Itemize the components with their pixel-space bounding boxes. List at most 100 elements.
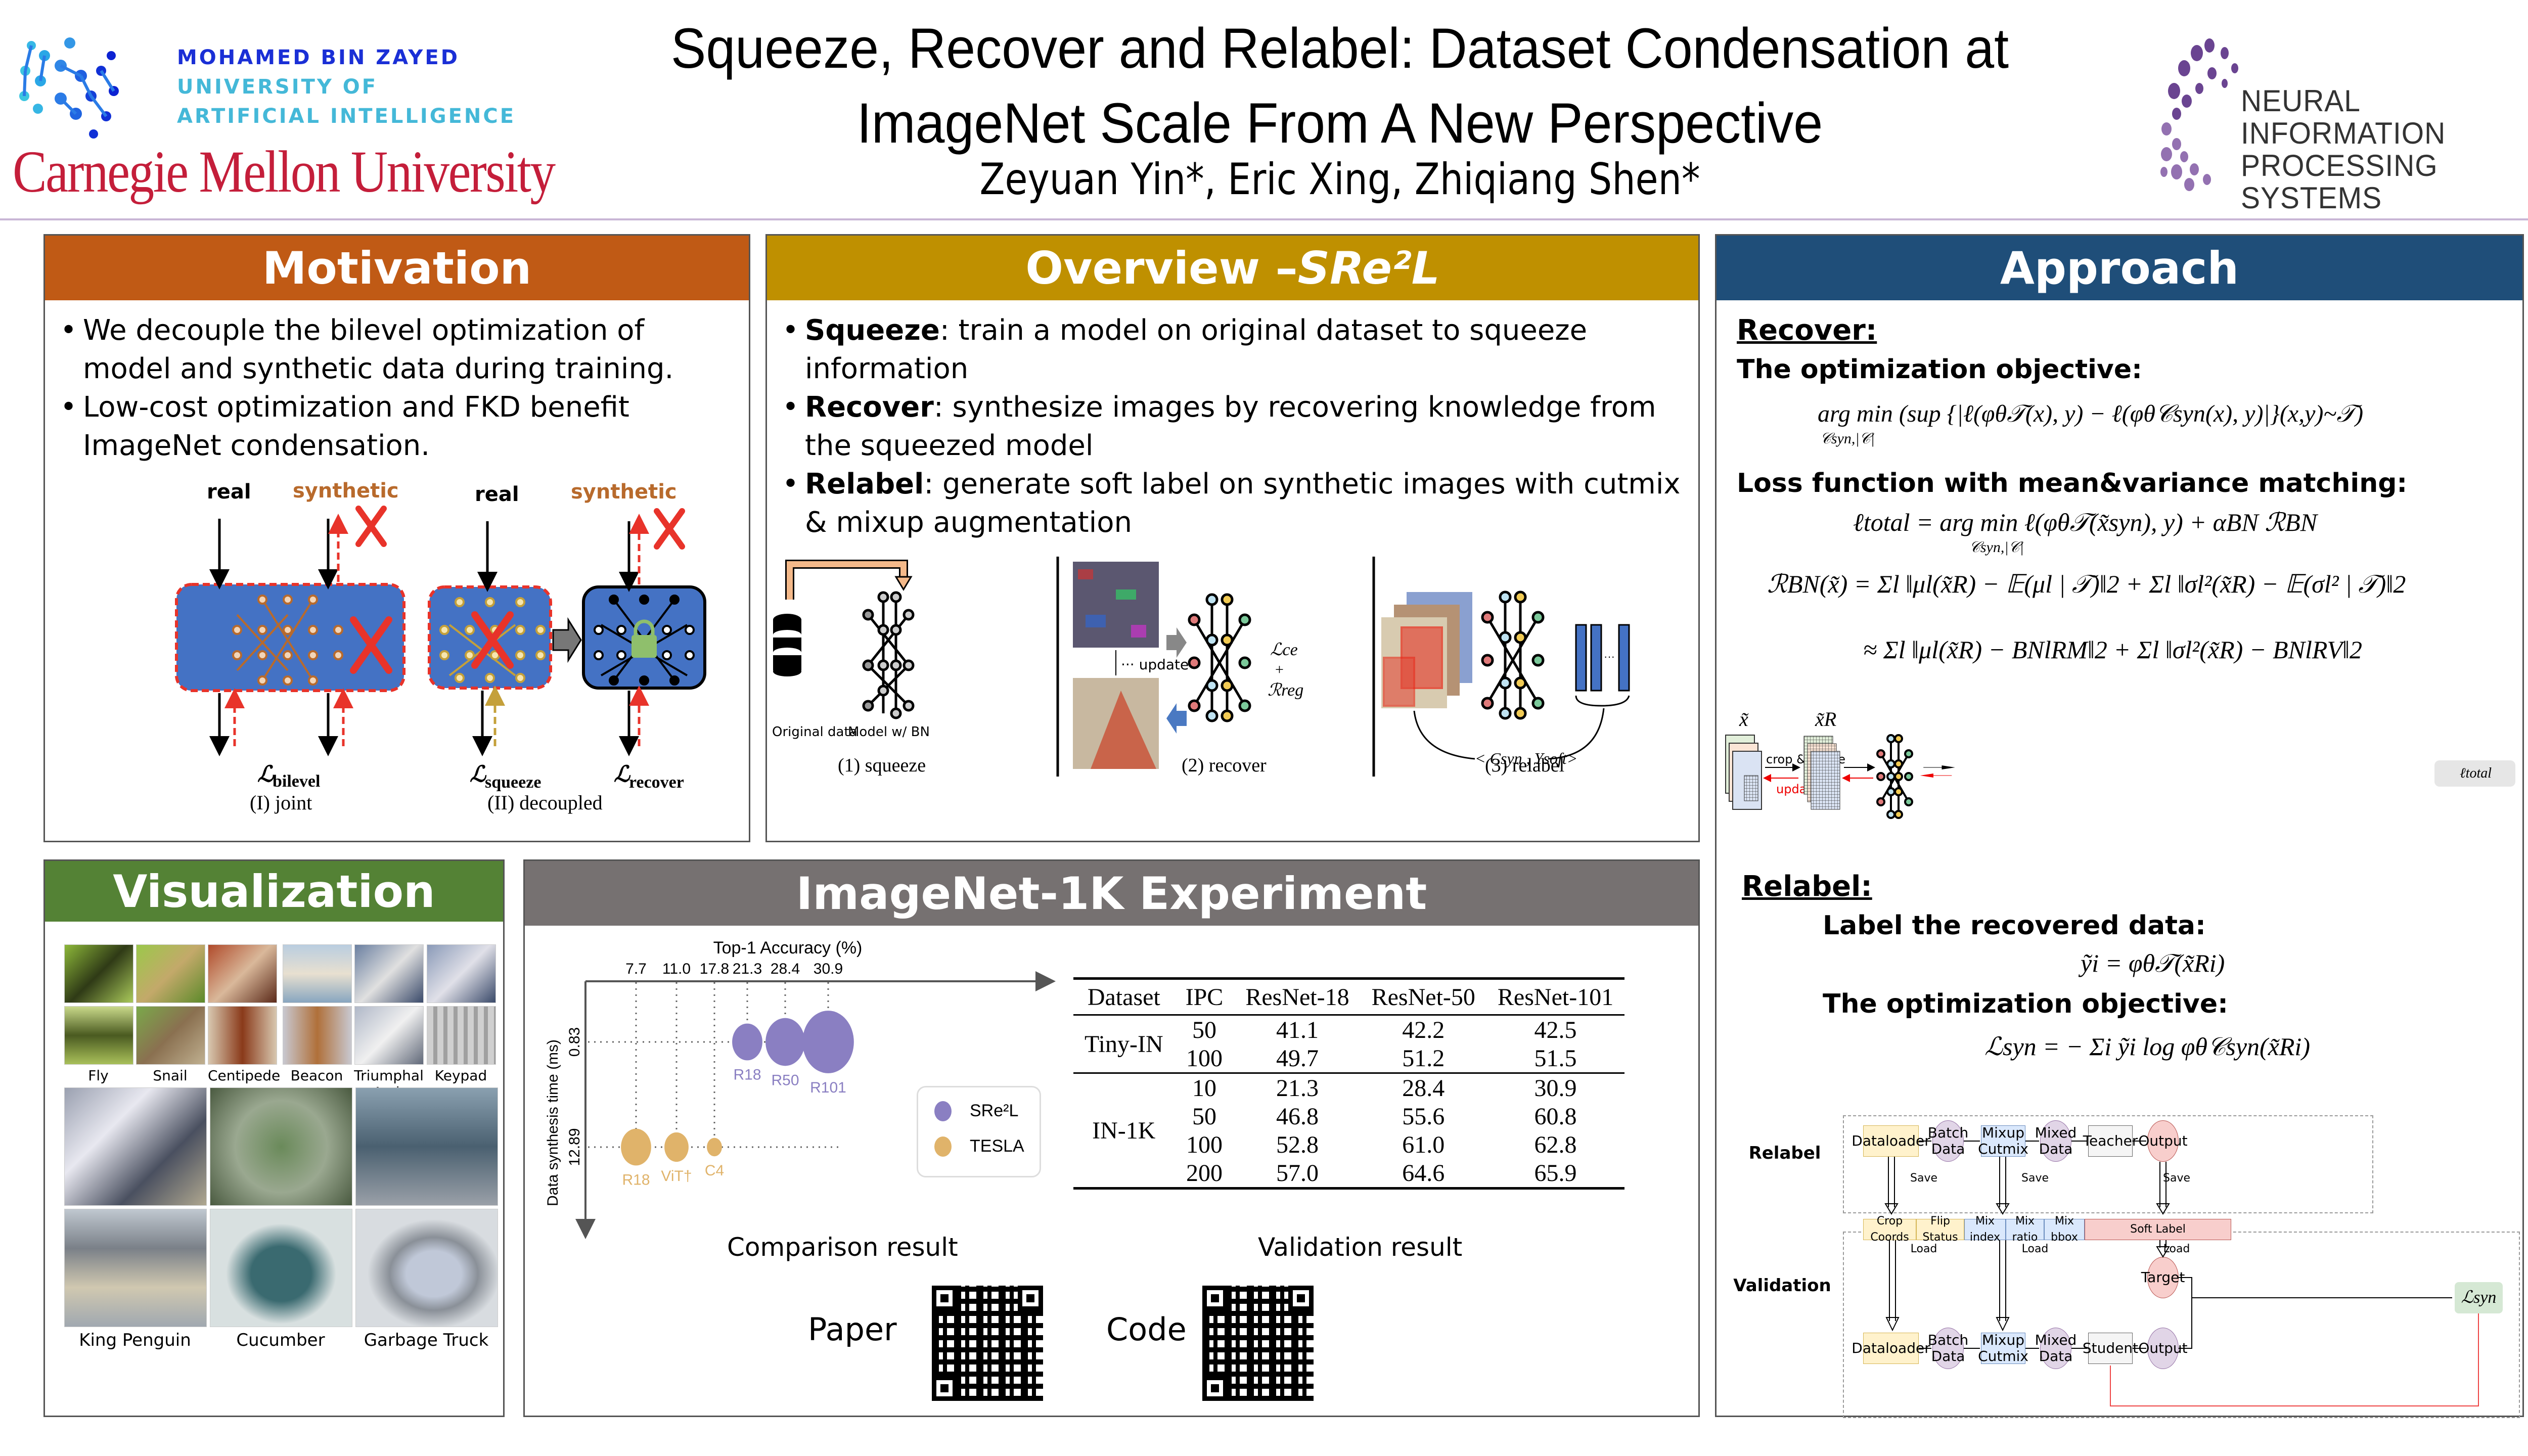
lsyn-node: ℒsyn: [2455, 1282, 2503, 1313]
bubble-label: R101: [810, 1079, 846, 1096]
vis-tile-snail-1: [136, 944, 205, 1003]
recover-network-icon: [1188, 593, 1251, 722]
flow-connectors: [1884, 1141, 2479, 1406]
motivation-bullet: We decouple the bilevel optimization of …: [60, 311, 733, 388]
network-icon: [1876, 734, 1913, 819]
neurips-line1: NEURAL INFORMATION: [2241, 84, 2446, 150]
table-cell: 100: [1186, 1044, 1223, 1072]
vis-tile-cucumber-2: [210, 1209, 352, 1327]
mbzuai-line2: UNIVERSITY OF: [177, 75, 378, 99]
table-cell: 51.5: [1534, 1044, 1577, 1072]
save-label: Save: [2021, 1172, 2049, 1185]
code-label: Code: [1106, 1311, 1187, 1348]
vis-tile-snail-2: [136, 1006, 205, 1065]
storage-mix-index: Mix index: [1964, 1215, 2006, 1244]
validation-caption: Validation result: [1258, 1233, 1463, 1262]
vis-caption-large: Garbage Truck: [364, 1330, 489, 1350]
vis-tile-centipede-2: [208, 1006, 277, 1065]
table-cell: 21.3: [1276, 1074, 1319, 1102]
label-loss-ce: ℒce: [1270, 641, 1298, 659]
vis-caption: Fly: [88, 1067, 109, 1084]
storage-soft-label: Soft Label: [2085, 1219, 2231, 1240]
neurips-wordmark: NEURAL INFORMATION PROCESSING SYSTEMS: [2241, 85, 2528, 214]
motivation-bullets: We decouple the bilevel optimization of …: [60, 311, 733, 465]
vis-caption-large: Cucumber: [236, 1330, 325, 1350]
table-cell: 28.4: [1402, 1074, 1445, 1102]
chart-legend-box: [917, 1086, 1041, 1177]
batch-data-node-val: Batch Data: [1928, 1328, 1968, 1369]
table-cell: 30.9: [1534, 1074, 1577, 1102]
bubble-tesla-r18: [621, 1128, 651, 1166]
visualization-heading: Visualization: [45, 861, 503, 922]
objective2-label: The optimization objective:: [1823, 989, 2228, 1019]
dataset-cell: IN-1K: [1092, 1117, 1156, 1144]
chart-x-title: Top-1 Accuracy (%): [713, 938, 863, 958]
loss-label: Loss function with mean&variance matchin…: [1737, 468, 2408, 498]
header: MOHAMED BIN ZAYED UNIVERSITY OF ARTIFICI…: [0, 0, 2528, 218]
overview-bullet-recover: Recover: synthesize images by recovering…: [782, 388, 1692, 465]
objective-equation: arg min (sup {|ℓ(φθ𝒯(x), y) − ℓ(φθ𝒞syn(x…: [1818, 400, 2364, 427]
title-line-1: Squeeze, Recover and Relabel: Dataset Co…: [670, 17, 2009, 80]
mixed-data-node: Mixed Data: [2035, 1120, 2076, 1162]
label-original-data: Original data: [772, 724, 857, 740]
table-cell: 65.9: [1534, 1159, 1577, 1187]
vis-tile-centipede-1: [208, 944, 277, 1003]
ltotal-equation: ℓtotal = arg min ℓ(φθ𝒯(x̃syn), y) + αBN …: [1853, 508, 2317, 536]
bubble-srel-r18: [732, 1023, 762, 1061]
overview-bullet-squeeze: Squeeze: train a model on original datas…: [782, 311, 1692, 388]
relabel-flow-diagram: Relabel Validation Dataloader Batch Data…: [1717, 1095, 2522, 1419]
label-update: ··· update: [1121, 656, 1189, 673]
vis-tile-keypad-2: [427, 1006, 496, 1065]
x-tick-label: 7.7: [625, 961, 647, 977]
relabel-title: Relabel:: [1742, 870, 1872, 903]
validation-table: Dataset IPC ResNet-18 ResNet-50 ResNet-1…: [1073, 977, 1625, 1190]
bubble-srel-r101: [802, 1011, 854, 1073]
code-qr-code[interactable]: [1202, 1286, 1314, 1401]
mbzuai-line1: MOHAMED BIN ZAYED: [177, 46, 460, 69]
motivation-heading: Motivation: [45, 236, 749, 300]
paper-qr-code[interactable]: [932, 1286, 1043, 1401]
arrow-right-icon: [552, 617, 582, 663]
label-synthetic-2: synthetic: [571, 480, 677, 504]
vis-caption: Keypad: [434, 1067, 487, 1084]
overview-bullets: Squeeze: train a model on original datas…: [782, 311, 1692, 542]
overview-bullet-relabel: Relabel: generate soft label on syntheti…: [782, 465, 1692, 542]
bubble-label: C4: [705, 1162, 724, 1179]
loss-bilevel-symbol: ℒ: [257, 762, 275, 787]
rbn-equation: ℛBN(x̃) = Σl ‖μl(x̃R) − 𝔼(μl | 𝒯)‖2 + Σl…: [1767, 570, 2406, 598]
motivation-figure: real synthetic ℒ bilevel (I) joint: [175, 479, 706, 814]
vis-tile-penguin-1: [64, 1087, 207, 1206]
overview-figure: Original data Model w/ BN (1) squeeze ··…: [772, 557, 1630, 777]
motivation-bullet: Low-cost optimization and FKD benefit Im…: [60, 388, 733, 465]
caption-decoupled: (II) decoupled: [487, 791, 603, 814]
overview-panel: Overview – SRe²L Squeeze: train a model …: [765, 234, 1700, 842]
x-tilde-label: x̃: [1739, 708, 1749, 731]
table-cell: 42.5: [1534, 1016, 1577, 1043]
experiment-heading: ImageNet-1K Experiment: [525, 861, 1698, 926]
approach-heading: Approach: [1717, 236, 2522, 300]
vis-caption: Beacon: [290, 1067, 343, 1084]
mbzuai-line3: ARTIFICIAL INTELLIGENCE: [177, 105, 516, 128]
overview-heading: Overview – SRe²L: [767, 236, 1698, 300]
table-cell: 62.8: [1534, 1131, 1577, 1158]
x-tick-label: 17.8: [700, 961, 729, 977]
neurips-line2: PROCESSING SYSTEMS: [2241, 149, 2438, 215]
vis-tile-arch-1: [354, 944, 424, 1003]
ltotal-under: 𝒞syn,|𝒞|: [1969, 539, 2024, 556]
dataset-cell: Tiny-IN: [1085, 1030, 1163, 1058]
dataloader-node: Dataloader: [1852, 1125, 1930, 1157]
th-r101: ResNet-101: [1497, 983, 1614, 1011]
table-cell: 42.2: [1402, 1016, 1445, 1043]
vis-tile-truck-1: [355, 1087, 498, 1206]
step-squeeze: (1) squeeze: [838, 755, 926, 776]
caption-joint: (I) joint: [250, 791, 312, 814]
mbzuai-wordmark: MOHAMED BIN ZAYED UNIVERSITY OF ARTIFICI…: [177, 43, 516, 131]
objective-under: 𝒞syn,|𝒞|: [1820, 430, 1875, 447]
th-r18: ResNet-18: [1245, 983, 1349, 1011]
poster-title: Squeeze, Recover and Relabel: Dataset Co…: [588, 11, 2092, 161]
table-cell: 46.8: [1276, 1103, 1319, 1130]
